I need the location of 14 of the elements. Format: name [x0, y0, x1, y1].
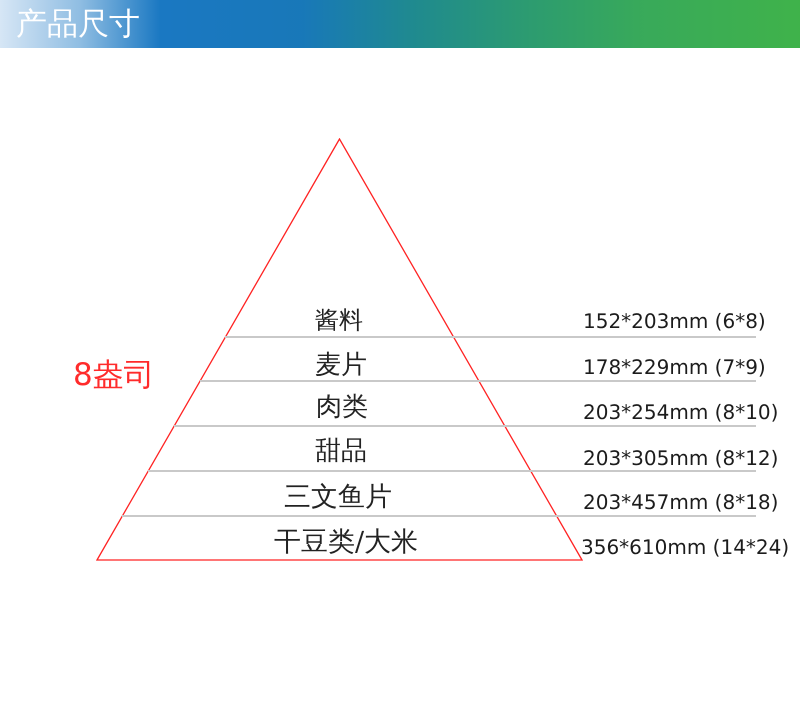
- size-label: 356*610mm (14*24): [581, 535, 790, 559]
- layer-label: 酱料: [315, 307, 363, 335]
- layer-label: 甜品: [315, 437, 367, 467]
- layer-label: 干豆类/大米: [274, 526, 418, 558]
- size-label: 203*457mm (8*18): [583, 490, 778, 514]
- size-label: 203*305mm (8*12): [583, 446, 778, 470]
- layer-label: 肉类: [316, 393, 368, 423]
- size-label: 178*229mm (7*9): [583, 355, 766, 379]
- page-title: 产品尺寸: [16, 6, 140, 42]
- layer-label: 麦片: [315, 351, 367, 381]
- size-label: 152*203mm (6*8): [583, 309, 766, 333]
- capacity-label: 8盎司: [73, 357, 155, 393]
- layer-label: 三文鱼片: [284, 481, 392, 513]
- size-label: 203*254mm (8*10): [583, 400, 778, 424]
